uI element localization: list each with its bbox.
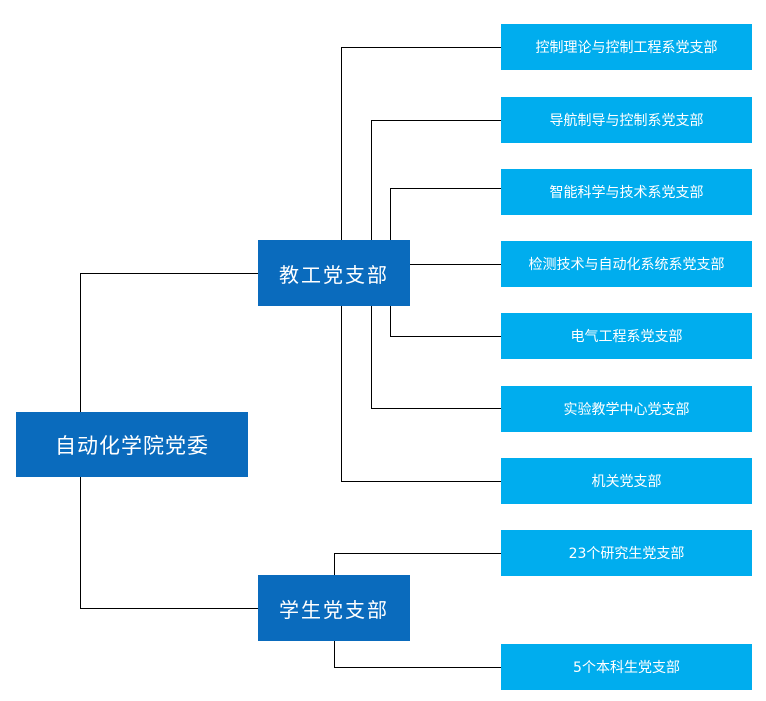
branch-node-staff: 教工党支部 xyxy=(258,240,410,306)
leaf-node-graduate: 23个研究生党支部 xyxy=(501,530,752,576)
leaf-node-navigation: 导航制导与控制系党支部 xyxy=(501,97,752,143)
leaf-node-undergraduate: 5个本科生党支部 xyxy=(501,644,752,690)
leaf-node-detection: 检测技术与自动化系统系党支部 xyxy=(501,241,752,287)
leaf-node-intelligent-science: 智能科学与技术系党支部 xyxy=(501,169,752,215)
branch-node-student: 学生党支部 xyxy=(258,575,410,641)
leaf-node-electrical: 电气工程系党支部 xyxy=(501,313,752,359)
leaf-node-lab-center: 实验教学中心党支部 xyxy=(501,386,752,432)
root-node: 自动化学院党委 xyxy=(16,412,248,477)
leaf-node-control-theory: 控制理论与控制工程系党支部 xyxy=(501,24,752,70)
leaf-node-administration: 机关党支部 xyxy=(501,458,752,504)
